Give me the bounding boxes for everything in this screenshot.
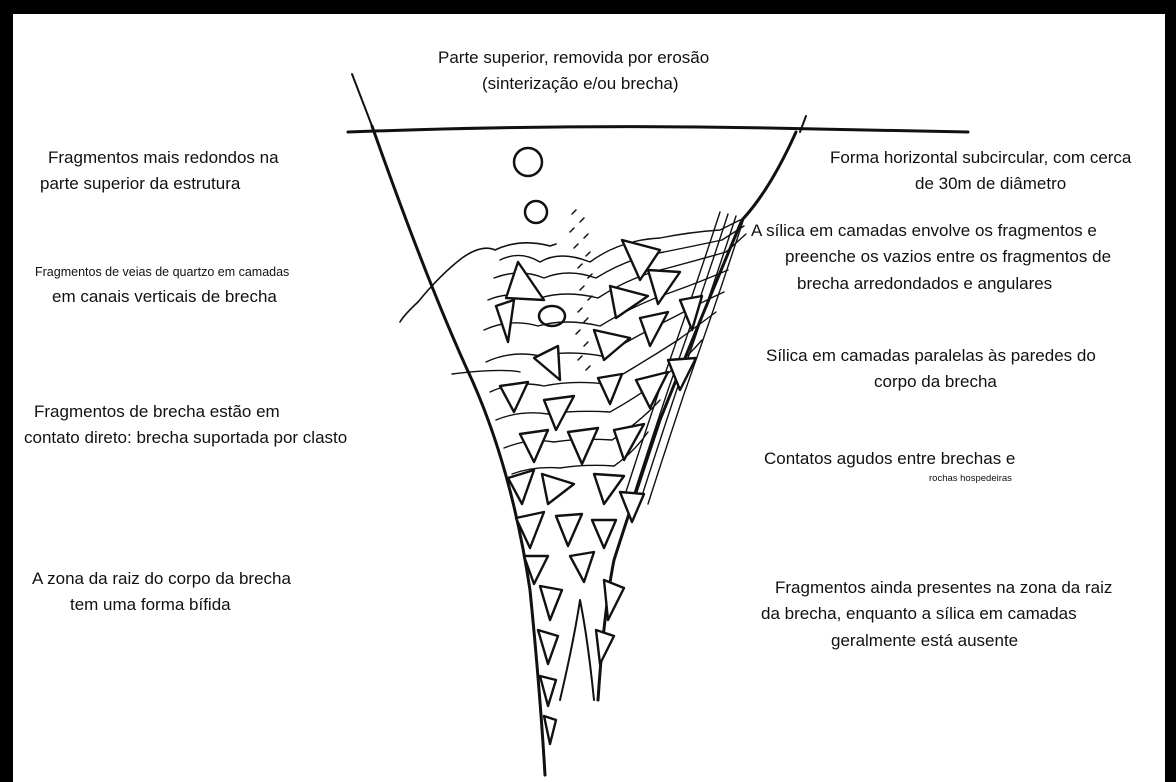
label-top: Parte superior, removida por erosão (sin…: [438, 48, 710, 94]
angular-fragment: [536, 628, 560, 666]
angular-fragment: [620, 238, 662, 282]
label-horizontal-form: Forma horizontal subcircular, com cerca …: [830, 148, 1132, 194]
label-sharp-contacts: Contatos agudos entre brechas e: [764, 449, 1016, 468]
ground-surface-line: [346, 125, 970, 134]
label-root-fragments: Fragmentos ainda presentes na zona da ra…: [761, 578, 1113, 650]
angular-fragment: [540, 472, 576, 506]
angular-fragment: [518, 428, 550, 464]
parallel-silica-band: [631, 213, 729, 501]
silica-band: [511, 431, 649, 475]
angular-fragment: [678, 294, 704, 332]
angular-fragments: [494, 238, 704, 746]
label-parallel-silica: Sílica em camadas paralelas às paredes d…: [766, 346, 1096, 392]
angular-fragment: [566, 426, 600, 466]
angular-fragment: [494, 298, 516, 344]
round-fragment: [523, 199, 549, 225]
angular-fragment: [542, 394, 576, 432]
angular-fragment: [618, 490, 646, 524]
breccia-body-wall-left: [370, 124, 547, 777]
round-fragment: [512, 146, 544, 178]
angular-fragment: [594, 628, 616, 666]
angular-fragment: [506, 468, 536, 506]
label-clast-supported: Fragmentos de brecha estão em contato di…: [24, 402, 348, 448]
angular-fragment: [612, 422, 646, 462]
angular-fragment: [568, 550, 596, 584]
label-quartz-veins-small: Fragmentos de veias de quartzo em camada…: [35, 265, 290, 279]
label-host-rocks: rochas hospedeiras: [929, 473, 1012, 484]
angular-fragment: [538, 674, 558, 708]
quartz-vein-dashes: [569, 209, 593, 371]
angular-fragment: [634, 370, 670, 410]
angular-fragment: [554, 512, 584, 548]
angular-fragment: [638, 310, 670, 348]
bifid-root-notch: [559, 599, 595, 701]
angular-fragment: [532, 344, 562, 382]
angular-fragment: [646, 268, 682, 306]
silica-band: [451, 369, 521, 375]
angular-fragment: [602, 578, 626, 622]
angular-fragment: [596, 372, 624, 406]
silica-band: [499, 219, 741, 263]
angular-fragment: [514, 510, 546, 550]
silica-band: [493, 225, 745, 279]
label-layered-silica: A sílica em camadas envolve os fragmento…: [751, 221, 1112, 293]
angular-fragment: [542, 714, 558, 746]
round-fragment: [537, 304, 567, 328]
angular-fragment: [498, 380, 530, 414]
eroded-wall-left: [351, 73, 373, 127]
silica-band: [483, 269, 729, 331]
label-round-fragments: Fragmentos mais redondos na parte superi…: [40, 148, 279, 194]
angular-fragment: [522, 554, 550, 586]
angular-fragment: [590, 518, 618, 550]
angular-fragment: [504, 260, 546, 302]
leader-line-quartz-tail: [399, 301, 419, 323]
label-root-zone: A zona da raiz do corpo da brecha tem um…: [32, 569, 291, 615]
angular-fragment: [592, 472, 626, 506]
angular-fragment: [592, 328, 632, 362]
angular-fragment: [608, 284, 650, 320]
label-quartz-veins: em canais verticais de brecha: [52, 287, 277, 306]
leader-line-quartz: [417, 242, 557, 303]
angular-fragment: [538, 584, 564, 622]
angular-fragment: [666, 356, 698, 392]
eroded-wall-right: [799, 115, 807, 133]
parallel-silica-band: [647, 217, 745, 505]
